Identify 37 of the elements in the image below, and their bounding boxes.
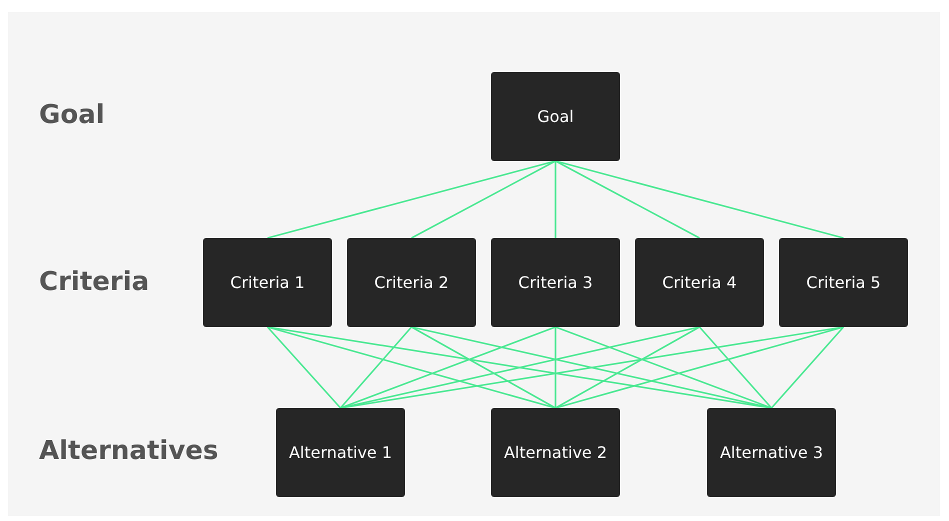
- node-label: Criteria 1: [230, 273, 305, 292]
- node-label: Criteria 2: [374, 273, 449, 292]
- connector-line: [266, 326, 342, 409]
- connector-line: [411, 160, 556, 239]
- process-box: [779, 238, 908, 327]
- connector-line: [340, 326, 412, 409]
- process-box: [491, 238, 620, 327]
- process-box: [347, 238, 476, 327]
- process-box: [276, 408, 405, 497]
- connector-line: [554, 161, 556, 238]
- connector-line: [267, 326, 556, 409]
- connector-line: [340, 326, 556, 409]
- connector-line: [554, 327, 556, 408]
- process-box: [491, 72, 620, 161]
- connector-line: [267, 160, 556, 239]
- connector-line: [698, 326, 772, 409]
- node-label: Criteria 4: [662, 273, 737, 292]
- process-box: [635, 238, 764, 327]
- level-label: Alternatives: [39, 436, 218, 466]
- level-label: Criteria: [39, 267, 150, 297]
- connector-line: [411, 326, 556, 409]
- node-label: Criteria 5: [806, 273, 881, 292]
- node-label: Goal: [537, 107, 574, 126]
- node-label: Alternative 3: [720, 443, 824, 462]
- node-label: Criteria 3: [518, 273, 593, 292]
- connector-line: [770, 326, 844, 409]
- process-box: [707, 408, 836, 497]
- connector-line: [555, 326, 844, 409]
- connector-line: [555, 160, 844, 239]
- process-box: [491, 408, 620, 497]
- process-box: [203, 238, 332, 327]
- node-label: Alternative 2: [504, 443, 608, 462]
- connector-line: [555, 326, 772, 409]
- connector-line: [555, 326, 700, 409]
- node-label: Alternative 1: [288, 443, 392, 462]
- connector-line: [555, 160, 700, 239]
- level-label: Goal: [39, 100, 105, 130]
